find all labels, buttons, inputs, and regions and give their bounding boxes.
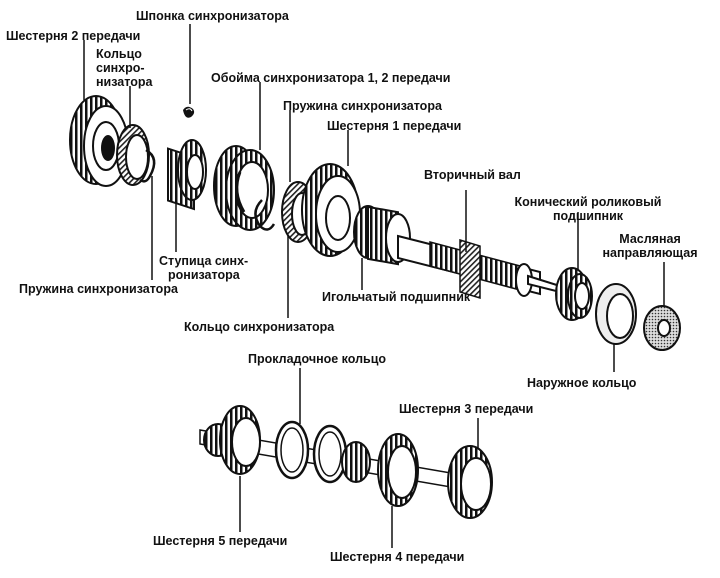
outer-race-part — [595, 283, 637, 345]
label-sync-sleeve-12: Обойма синхронизатора 1, 2 передачи — [211, 71, 451, 85]
label-sync-hub-2: ронизатора — [168, 268, 240, 282]
label-oil-guide-2: направляющая — [602, 246, 698, 260]
gear-1-part — [301, 163, 361, 257]
taper-roller-bearing-part — [555, 267, 593, 321]
label-taper-bearing-2: подшипник — [552, 209, 624, 223]
sync-key-part — [183, 106, 195, 118]
label-needle-bearing: Игольчатый подшипник — [322, 290, 471, 304]
label-spacer-ring: Прокладочное кольцо — [248, 352, 387, 366]
label-sync-ring-top-2: синхро- — [96, 61, 145, 75]
label-gear-5: Шестерня 5 передачи — [153, 534, 288, 548]
spacer-ring-2-part — [312, 424, 348, 484]
sync-spring-left-part — [139, 148, 156, 183]
gear-4-part — [341, 433, 419, 507]
label-sync-spring-top: Пружина синхронизатора — [283, 99, 442, 113]
label-sync-ring-top-3: низатора — [96, 75, 153, 89]
sync-sleeve-12-part — [213, 145, 275, 231]
label-outer-race: Наружное кольцо — [527, 376, 637, 390]
label-gear-2: Шестерня 2 передачи — [6, 29, 141, 43]
label-oil-guide-1: Масляная — [619, 232, 681, 246]
sync-ring-2-part — [116, 124, 150, 186]
label-sync-spring-left: Пружина синхронизатора — [19, 282, 178, 296]
sync-hub-part — [167, 139, 207, 211]
gear-3-part — [447, 445, 493, 519]
sync-spring-right-part — [254, 199, 276, 231]
label-sync-key: Шпонка синхронизатора — [136, 9, 289, 23]
spacer-ring-part — [274, 420, 310, 480]
label-sync-ring-top-1: Кольцо — [96, 47, 142, 61]
leader-lines — [83, 24, 665, 548]
gear-5-part — [203, 405, 261, 475]
needle-bearing-part — [353, 205, 411, 266]
label-taper-bearing-1: Конический роликовый — [514, 195, 662, 209]
output-shaft-part — [397, 234, 561, 300]
label-gear-1: Шестерня 1 передачи — [327, 119, 462, 133]
oil-guide-part — [643, 305, 681, 351]
label-gear-4: Шестерня 4 передачи — [330, 550, 465, 564]
label-gear-3: Шестерня 3 передачи — [399, 402, 534, 416]
label-sync-hub-1: Ступица синх- — [159, 254, 249, 268]
label-output-shaft: Вторичный вал — [424, 168, 521, 182]
label-sync-ring-bottom: Кольцо синхронизатора — [184, 320, 335, 334]
